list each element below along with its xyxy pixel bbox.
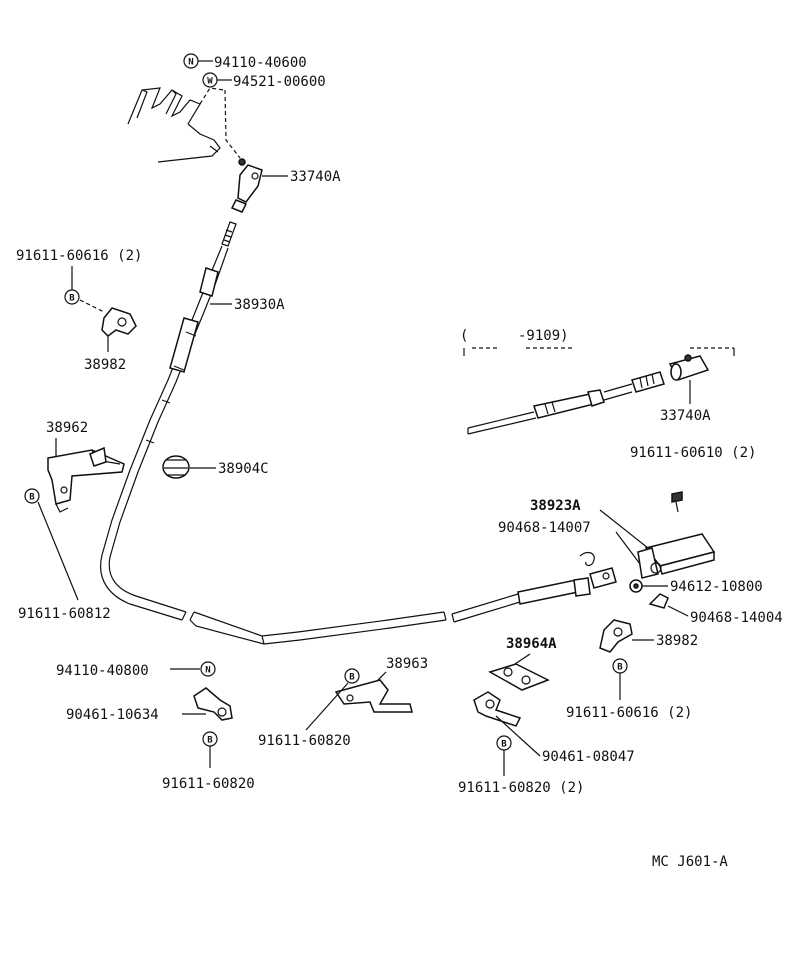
bolt-symbol-right: B	[612, 658, 628, 674]
parking-brake-lever-icon	[127, 87, 225, 163]
label-38982-right: 38982	[656, 633, 698, 649]
label-38982-top: 38982	[84, 357, 126, 373]
label-91611-60820-left: 91611-60820	[162, 776, 255, 792]
label-94110-40600: 94110-40600	[214, 55, 307, 71]
bolt-symbol-mid: B	[344, 668, 360, 684]
range-open: (	[460, 328, 468, 344]
bolt-symbol-letter: B	[207, 736, 213, 746]
bolt-symbol-letter: B	[501, 740, 507, 750]
bolt-symbol-letter: B	[617, 663, 623, 673]
label-90461-10634: 90461-10634	[66, 707, 159, 723]
bracket-38964a-icon	[488, 663, 550, 691]
bolt-symbol-bottom-right: B	[496, 735, 512, 751]
range-end: -9109)	[518, 328, 569, 344]
label-38964a: 38964A	[506, 636, 557, 652]
label-90468-14007: 90468-14007	[498, 520, 591, 536]
label-38904c: 38904C	[218, 461, 269, 477]
bracket-38923a-icon	[637, 533, 716, 579]
nut-symbol-top: N	[183, 53, 199, 69]
bolt-icon	[671, 491, 683, 513]
label-94110-40800: 94110-40800	[56, 663, 149, 679]
nut-symbol-letter: N	[205, 666, 210, 676]
label-33740a-top: 33740A	[290, 169, 341, 185]
bracket-38963-icon	[334, 679, 413, 713]
label-91611-60616-top: 91611-60616 (2)	[16, 248, 142, 264]
bolt-symbol-left: B	[24, 488, 40, 504]
bolt-symbol-letter: B	[29, 493, 35, 503]
label-91611-60812: 91611-60812	[18, 606, 111, 622]
clip-90468-14004-icon	[648, 593, 669, 609]
nut-symbol-letter: N	[188, 58, 193, 68]
bracket-icon	[47, 446, 125, 513]
cable-alt-icon	[467, 354, 710, 435]
cable-icon	[100, 221, 617, 645]
clamp-90461-10634-icon	[193, 687, 233, 721]
figure-code: MC J601-A	[652, 854, 728, 870]
grommet-icon	[162, 455, 190, 479]
label-94521-00600: 94521-00600	[233, 74, 326, 90]
washer-symbol-letter: W	[207, 77, 213, 87]
label-38930a: 38930A	[234, 297, 285, 313]
washer-icon	[629, 579, 643, 593]
label-38962: 38962	[46, 420, 88, 436]
cable-end-33740a-top	[230, 158, 263, 213]
label-91611-60820-mid: 91611-60820	[258, 733, 351, 749]
label-38963: 38963	[386, 656, 428, 672]
label-91611-60616-right: 91611-60616 (2)	[566, 705, 692, 721]
bolt-symbol-letter: B	[349, 673, 355, 683]
clip-icon	[579, 551, 595, 567]
label-90468-14004: 90468-14004	[690, 610, 783, 626]
label-33740a-right: 33740A	[660, 408, 711, 424]
clamp-right-icon	[599, 619, 633, 653]
label-94612-10800: 94612-10800	[670, 579, 763, 595]
bolt-symbol-top-left: B	[64, 289, 80, 305]
bolt-symbol-letter: B	[69, 294, 75, 304]
washer-symbol-top: W	[202, 72, 218, 88]
clamp-90461-08047-icon	[473, 691, 522, 727]
clamp-icon	[101, 307, 137, 337]
label-91611-60610: 91611-60610 (2)	[630, 445, 756, 461]
nut-symbol-bottom: N	[200, 661, 216, 677]
label-90461-08047: 90461-08047	[542, 749, 635, 765]
label-91611-60820-right: 91611-60820 (2)	[458, 780, 584, 796]
bolt-symbol-bottom-left: B	[202, 731, 218, 747]
label-38923a: 38923A	[530, 498, 581, 514]
